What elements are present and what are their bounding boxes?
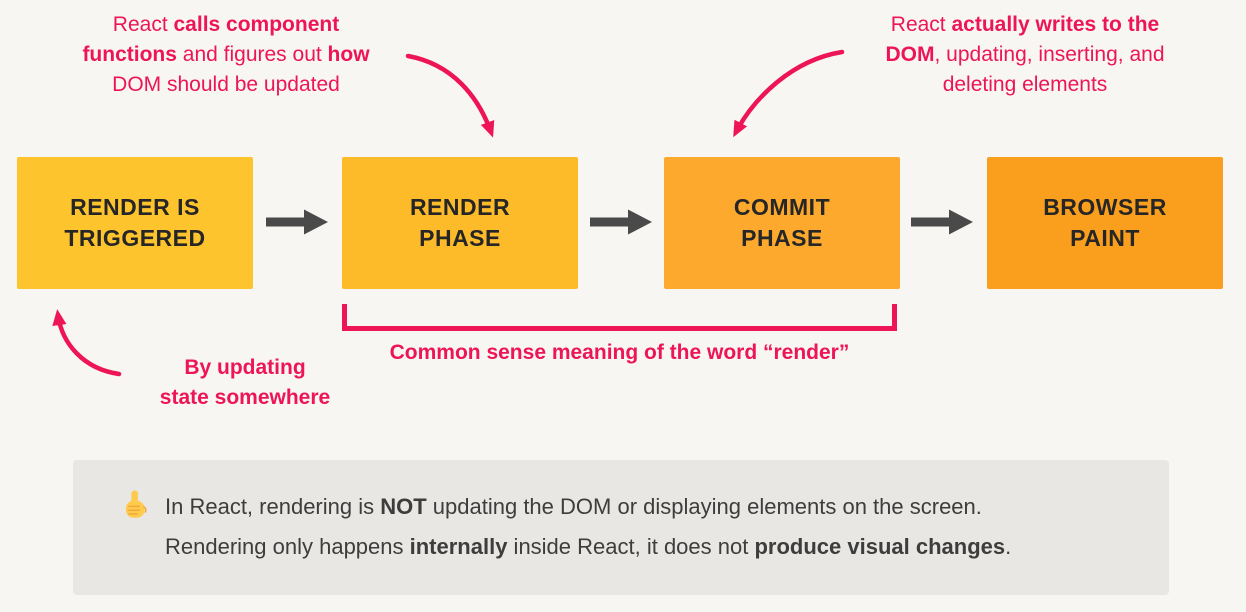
render-meaning-bracket xyxy=(342,304,897,331)
flow-arrow-2-icon xyxy=(590,209,652,235)
flow-arrow-3-icon xyxy=(911,209,973,235)
step-render-is-triggered: RENDER IS TRIGGERED xyxy=(17,157,253,289)
curved-arrow-to-commit-phase-icon xyxy=(733,49,845,138)
rendering-note-card: In React, rendering is NOT updating the … xyxy=(73,460,1169,595)
rendering-note-text: In React, rendering is NOT updating the … xyxy=(165,494,1012,559)
curved-arrow-to-render-phase-icon xyxy=(405,53,495,138)
point-up-emoji-icon xyxy=(125,490,147,518)
step-commit-phase: COMMIT PHASE xyxy=(664,157,900,289)
flow-arrow-1-icon xyxy=(266,209,328,235)
curved-arrow-to-render-triggered-icon xyxy=(52,309,122,377)
step-render-phase: RENDER PHASE xyxy=(342,157,578,289)
render-meaning-caption: Common sense meaning of the word “render… xyxy=(389,341,850,364)
step-browser-paint: BROWSER PAINT xyxy=(987,157,1223,289)
